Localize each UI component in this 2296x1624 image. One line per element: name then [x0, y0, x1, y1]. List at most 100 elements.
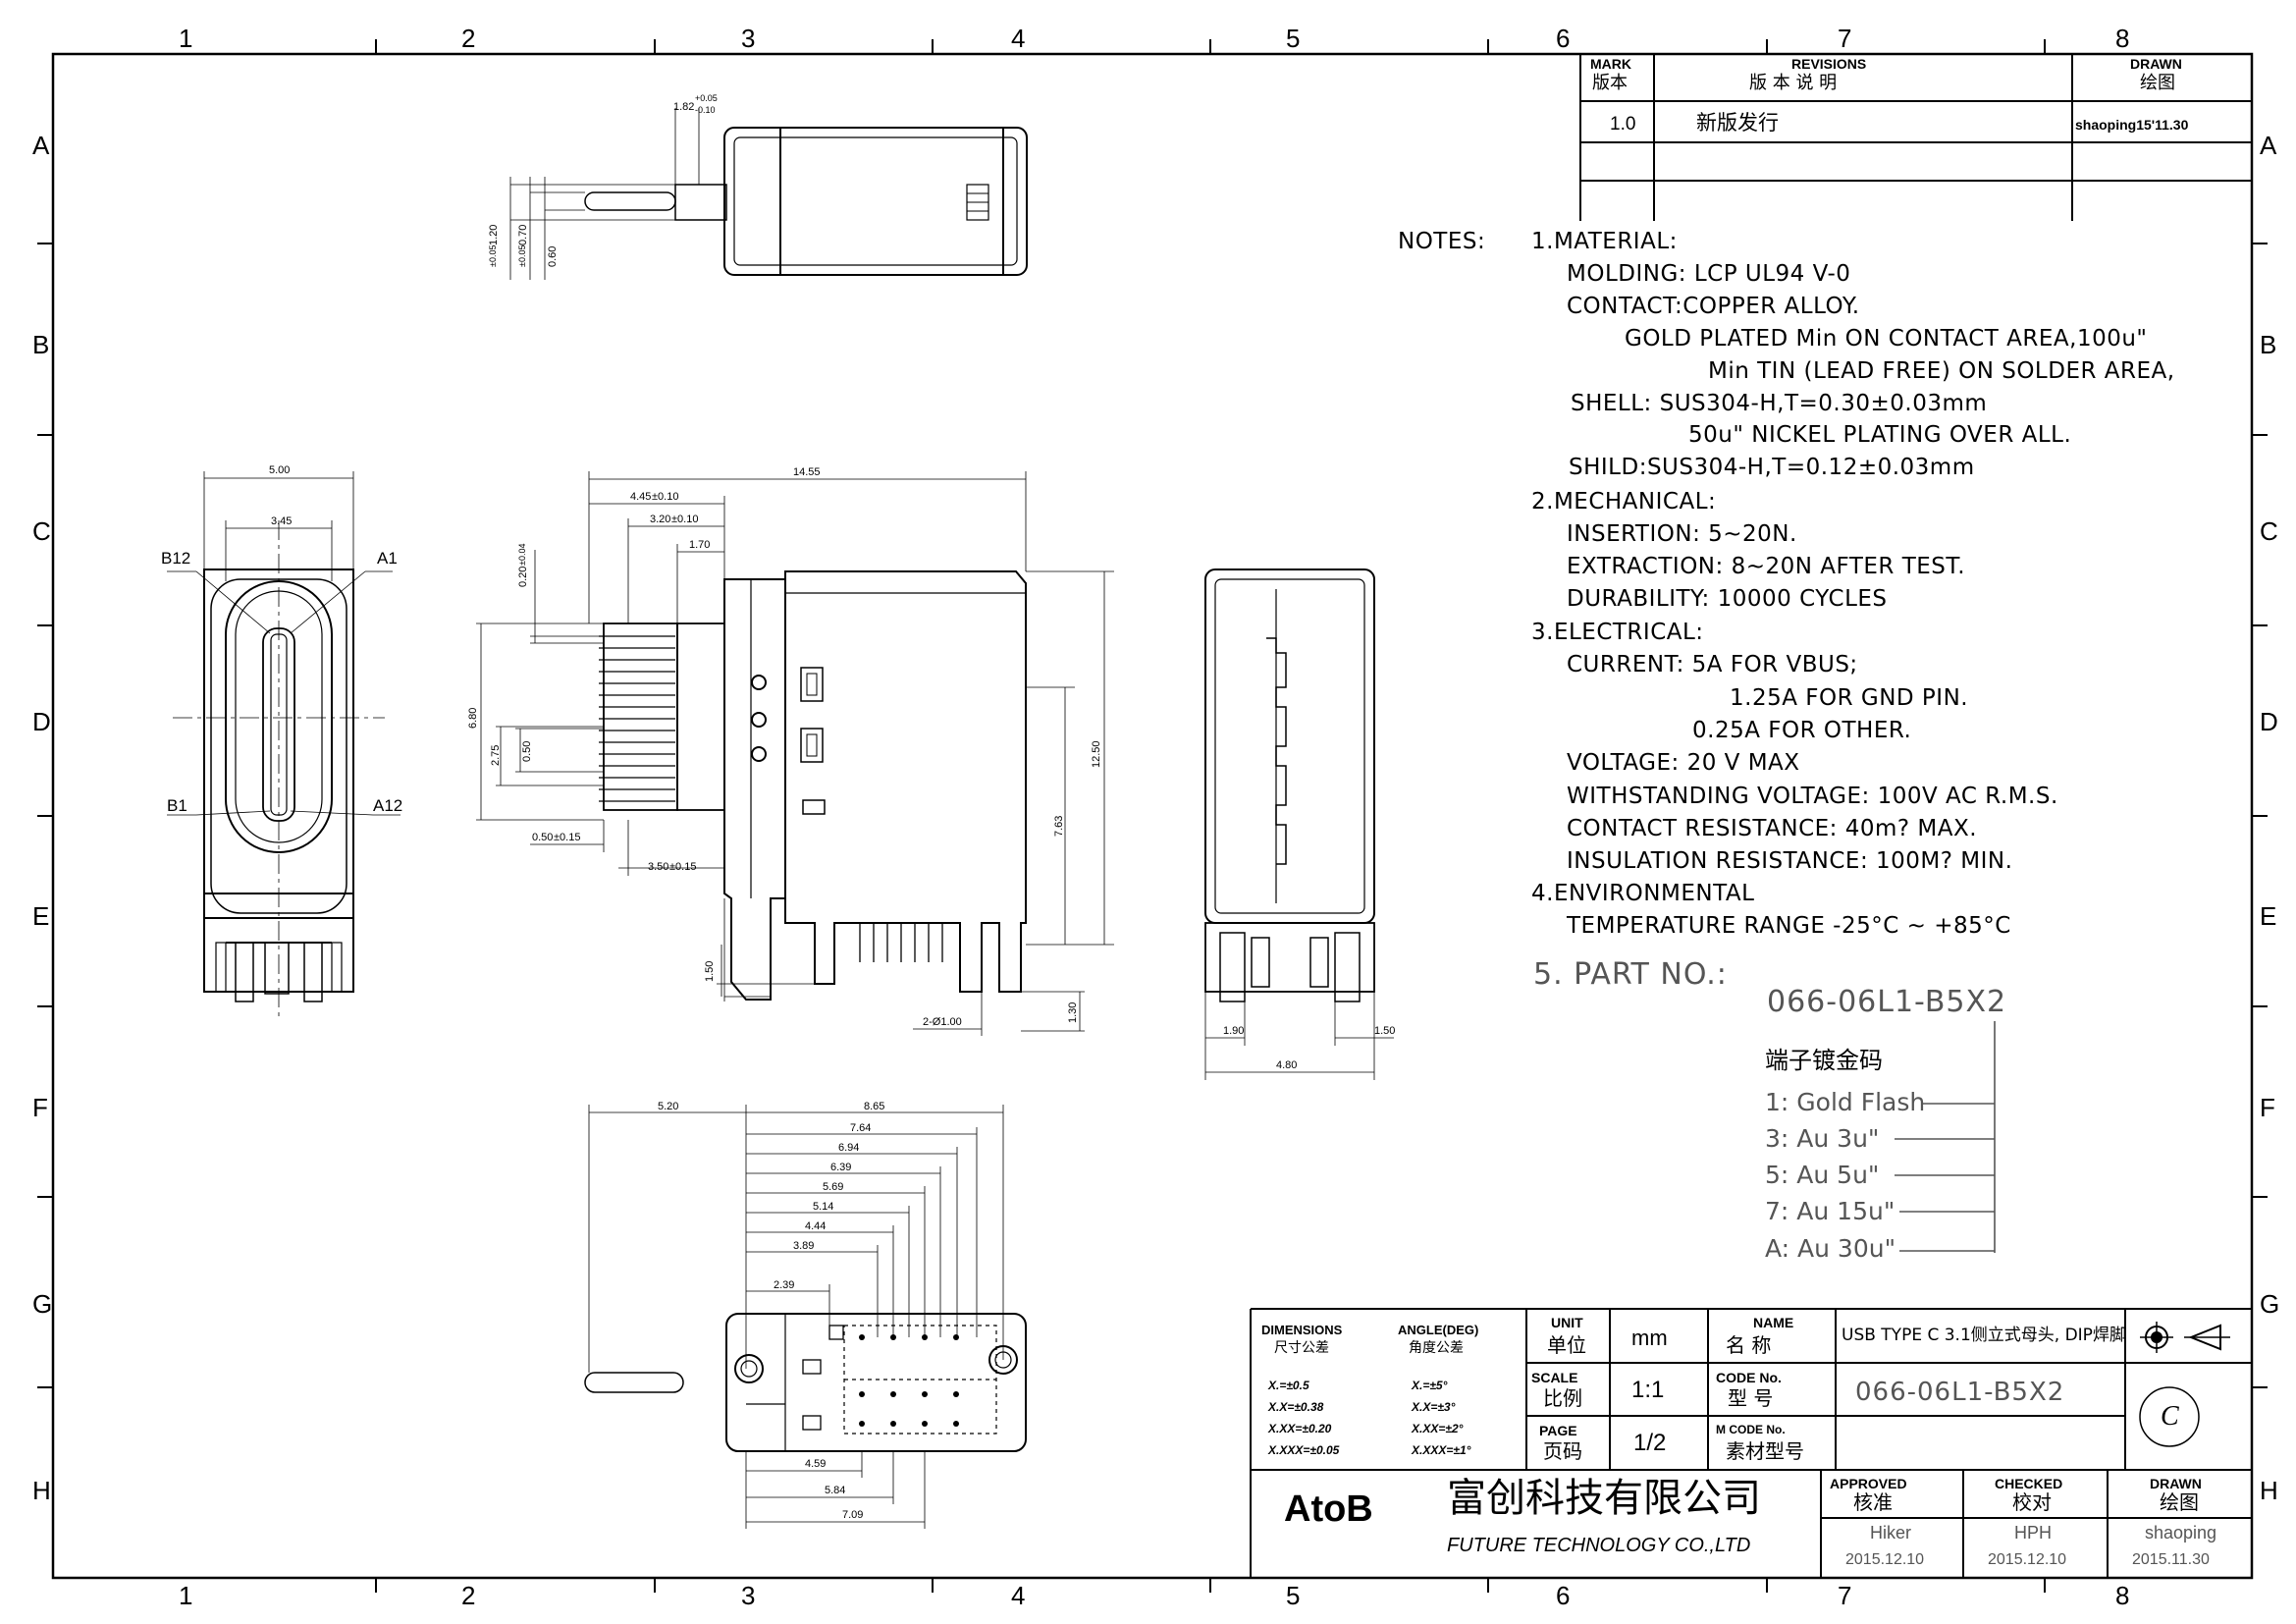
grid-row-label: C — [32, 516, 51, 546]
grid-row-label: E — [2260, 901, 2277, 931]
tb-checked-label: CHECKED — [1995, 1476, 2063, 1491]
front-view-drawing — [167, 471, 400, 1021]
dimension-label: 3.50 — [648, 861, 669, 873]
tb-dimensions-label-cn: 尺寸公差 — [1274, 1340, 1329, 1356]
tb-tolerance: X.X=±0.38 — [1268, 1400, 1324, 1414]
tb-mcode-label-cn: 素材型号 — [1726, 1439, 1804, 1463]
notes-line: 1.MATERIAL: — [1531, 229, 1678, 254]
tb-tolerance: X.XXX=±0.05 — [1268, 1443, 1340, 1457]
dimension-label: 1.50 — [1374, 1025, 1396, 1037]
grid-column-label: 3 — [741, 1581, 756, 1610]
dimension-label: 3.45 — [271, 515, 293, 527]
grid-row-label: C — [2260, 516, 2278, 546]
grid-row-label: F — [2260, 1093, 2275, 1122]
pin-label: B1 — [167, 796, 187, 815]
grid-column-label: 7 — [1838, 24, 1852, 53]
dimension-label: 14.55 — [793, 466, 821, 478]
dimension-label: 0.20 — [517, 566, 529, 587]
dimension-label: 5.20 — [658, 1101, 679, 1112]
dimension-label: 7.63 — [1053, 815, 1065, 837]
dimension-tolerance: ±0.04 — [517, 543, 527, 566]
notes-line: MOLDING: LCP UL94 V-0 — [1567, 261, 1851, 287]
tb-angle-tolerance: X.XX=±2° — [1412, 1422, 1464, 1435]
dimension-tolerance: ±0.10 — [652, 491, 679, 503]
pin-label: A1 — [377, 549, 398, 568]
grid-column-label: 7 — [1838, 1581, 1852, 1610]
tb-name-label-cn: 名 称 — [1726, 1333, 1772, 1357]
top-view-drawing — [509, 108, 1028, 280]
notes-line: 4.ENVIRONMENTAL — [1531, 881, 1755, 906]
rev-mark-label: MARK — [1590, 56, 1631, 72]
plating-option: 3: Au 3u" — [1765, 1124, 1880, 1153]
dimension-label: 5.14 — [813, 1201, 834, 1213]
bottom-view-drawing — [584, 1105, 1027, 1529]
dimension-label: 5.84 — [825, 1485, 846, 1496]
plating-option: 1: Gold Flash — [1765, 1088, 1926, 1116]
tb-drawn-name: shaoping — [2145, 1523, 2217, 1543]
dimension-tolerance: ±0.15 — [554, 832, 581, 843]
tb-scale-label-cn: 比例 — [1543, 1386, 1582, 1410]
dimension-label: 6.94 — [838, 1142, 860, 1154]
dimension-label: 0.70 — [517, 224, 529, 245]
notes-line: CONTACT:COPPER ALLOY. — [1567, 294, 1860, 319]
plating-title: 端子镀金码 — [1765, 1047, 1883, 1074]
end-view-drawing — [1204, 568, 1394, 1080]
notes-line: SHELL: SUS304-H,T=0.30±0.03mm — [1571, 391, 1988, 416]
copyright-mark: C — [2161, 1401, 2179, 1432]
notes-line: 3.ELECTRICAL: — [1531, 620, 1704, 645]
notes-line: INSERTION: 5~20N. — [1567, 521, 1797, 547]
dimension-label: 7.09 — [842, 1509, 864, 1521]
notes-line: EXTRACTION: 8~20N AFTER TEST. — [1567, 554, 1966, 579]
tb-drawn-date: 2015.11.30 — [2132, 1551, 2210, 1568]
notes-line: 2.MECHANICAL: — [1531, 489, 1717, 514]
grid-row-label: G — [32, 1289, 53, 1319]
grid-column-label: 6 — [1556, 1581, 1571, 1610]
dimension-label: 8.65 — [864, 1101, 885, 1112]
dimension-label: 4.80 — [1276, 1059, 1298, 1071]
tb-unit-label: UNIT — [1551, 1315, 1583, 1330]
tb-approved-label-cn: 核准 — [1853, 1490, 1893, 1514]
tb-mcode-label: M CODE No. — [1716, 1423, 1786, 1436]
dimension-label: 3.89 — [793, 1240, 815, 1252]
grid-row-label: B — [2260, 330, 2277, 359]
tb-name-label: NAME — [1753, 1315, 1794, 1330]
tb-page-value: 1/2 — [1633, 1430, 1667, 1456]
tb-code-value: 066-06L1-B5X2 — [1855, 1378, 2065, 1407]
notes-line: CONTACT RESISTANCE: 40m? MAX. — [1567, 816, 1978, 841]
dimension-tolerance: ±0.10 — [671, 514, 699, 525]
grid-column-label: 5 — [1286, 24, 1301, 53]
grid-row-label: A — [2260, 131, 2277, 160]
part-number-leaders — [1895, 1021, 1996, 1253]
company-logo: AtoB — [1284, 1489, 1373, 1530]
plating-option: 7: Au 15u" — [1765, 1197, 1896, 1225]
grid-column-label: 2 — [461, 24, 476, 53]
pin-label: A12 — [373, 796, 403, 815]
notes-line: INSULATION RESISTANCE: 100M? MIN. — [1567, 848, 2013, 874]
notes-line: VOLTAGE: 20 V MAX — [1567, 750, 1800, 776]
grid-column-label: 8 — [2115, 24, 2130, 53]
dimension-label: 7.64 — [850, 1122, 872, 1134]
grid-column-label: 4 — [1011, 1581, 1026, 1610]
grid-row-label: A — [32, 131, 50, 160]
notes-line: DURABILITY: 10000 CYCLES — [1567, 586, 1888, 612]
tb-tolerance: X.XX=±0.20 — [1268, 1422, 1332, 1435]
grid-column-label: 5 — [1286, 1581, 1301, 1610]
grid-row-label: E — [32, 901, 50, 931]
rev-revisions-label-cn: 版 本 说 明 — [1749, 73, 1838, 93]
dimension-tolerance: ±0.15 — [669, 861, 697, 873]
tb-checked-date: 2015.12.10 — [1988, 1551, 2067, 1568]
tb-name-value: USB TYPE C 3.1侧立式母头, DIP焊脚 — [1842, 1326, 2126, 1345]
notes-line: 0.25A FOR OTHER. — [1692, 718, 1912, 743]
dimension-label: 6.80 — [467, 707, 479, 729]
rev-drawn: shaoping15'11.30 — [2075, 117, 2189, 133]
tb-unit-label-cn: 单位 — [1547, 1333, 1586, 1357]
dimension-label: 1.82 — [673, 101, 695, 113]
side-view-drawing — [476, 471, 1114, 1036]
dimension-tolerance: +0.05 — [695, 93, 718, 103]
dimension-tolerance: ±0.05 — [517, 244, 527, 267]
tb-checked-name: HPH — [2014, 1523, 2053, 1543]
grid-column-label: 1 — [179, 24, 193, 53]
notes-line: GOLD PLATED Min ON CONTACT AREA,100u" — [1625, 326, 2148, 352]
